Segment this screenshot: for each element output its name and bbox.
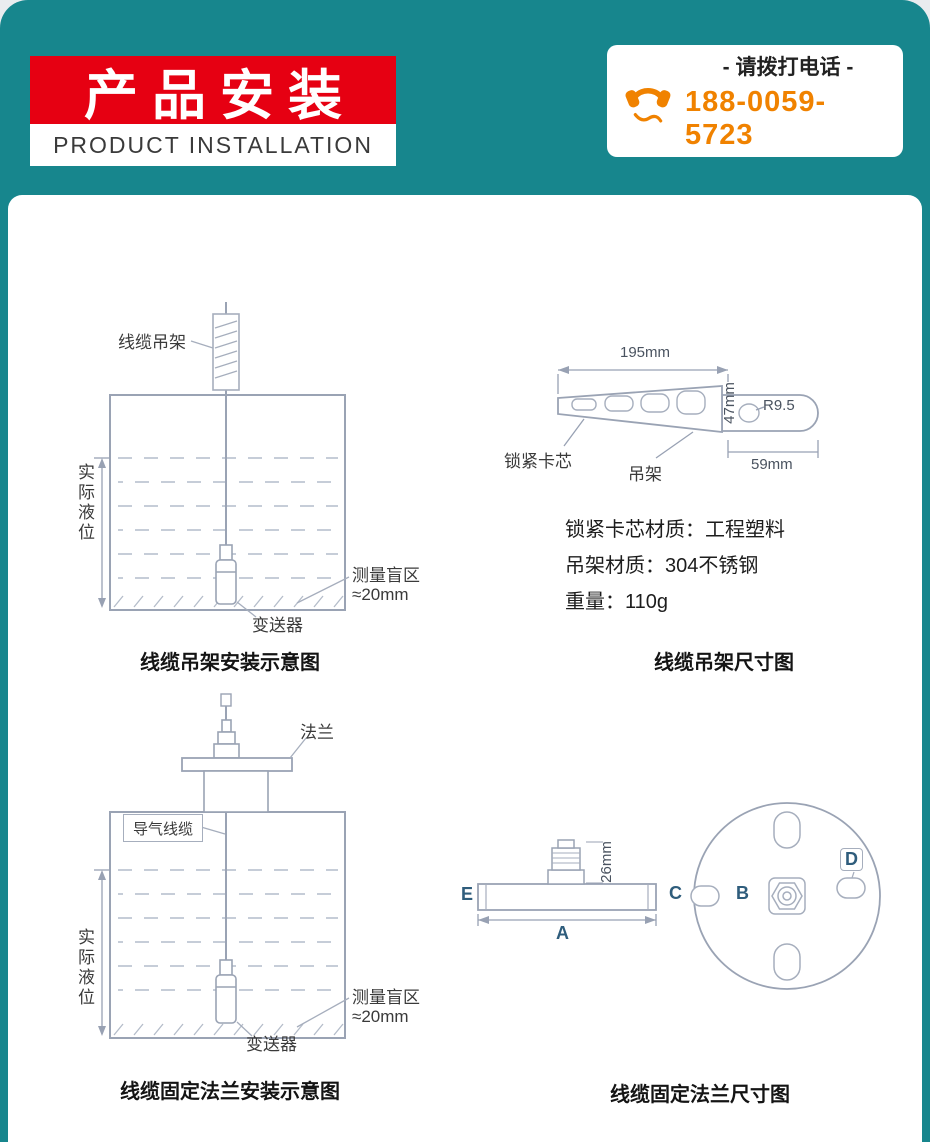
level-dimension	[94, 869, 110, 1036]
length-dim: 195mm	[620, 344, 671, 361]
cable-gland	[213, 719, 240, 759]
leader-lines	[190, 340, 350, 618]
leader-lines	[200, 737, 350, 1037]
liquid-dashes	[118, 869, 338, 991]
actual-level-label: 实际液位	[75, 928, 94, 1008]
diagram-caption: 线缆固定法兰安装示意图	[120, 1081, 340, 1103]
diagram-hanger-install: 线缆吊架 实际液位 测量盲区 ≈20mm 变送器 线缆吊架安装示意图	[60, 300, 440, 680]
page-title: 产品安装	[30, 56, 396, 126]
phone-number: 188-0059-5723	[685, 85, 827, 151]
transmitter-shape	[215, 544, 237, 605]
label-b: B	[736, 883, 749, 903]
phone-card: - 请拨打电话 - 188-0059-5723	[607, 45, 903, 157]
lock-core-label: 锁紧卡芯	[504, 452, 572, 471]
tail-dim: 59mm	[751, 456, 793, 473]
diagram-caption: 线缆吊架尺寸图	[654, 652, 794, 674]
transmitter-label: 变送器	[246, 1035, 297, 1054]
blind-zone-label: 测量盲区	[352, 566, 420, 585]
diagram-caption: 线缆吊架安装示意图	[140, 652, 320, 674]
hanger-label: 吊架	[628, 465, 662, 484]
diagram-caption: 线缆固定法兰尺寸图	[610, 1084, 790, 1106]
phone-icon	[625, 88, 671, 123]
spec-line: 重量：110g	[565, 591, 669, 613]
content-panel	[8, 195, 922, 1142]
level-dimension	[94, 457, 110, 608]
dimension-lines	[557, 366, 819, 459]
phone-call-label: - 请拨打电话 -	[722, 55, 854, 79]
height-dim: 47mm	[721, 382, 738, 424]
diagram-flange-install: 法兰 导气线缆 实际液位 测量盲区 ≈20mm 变送器 线缆固定法兰安装示意图	[60, 690, 440, 1110]
transmitter-label: 变送器	[252, 616, 303, 635]
diagram-hanger-dimensions: 195mm 47mm R9.5 59mm 锁紧卡芯 吊架 锁紧卡芯材质：工程塑料…	[460, 300, 920, 680]
hanger-dimension-drawing	[557, 366, 819, 459]
label-d: D	[840, 848, 863, 871]
tank-outline	[109, 394, 346, 611]
blind-zone-value: ≈20mm	[352, 1007, 409, 1026]
cable-hanger-label: 线缆吊架	[118, 333, 186, 352]
flange-top-view	[690, 802, 881, 990]
radius-dim: R9.5	[763, 397, 795, 414]
diagram-flange-dimensions: 26mm E A B C D 线缆固定法兰尺寸图	[455, 790, 925, 1120]
transmitter-shape	[215, 959, 237, 1024]
blind-zone-value: ≈20mm	[352, 585, 409, 604]
cable-top-connector	[220, 693, 232, 707]
phone-texts: - 请拨打电话 - 188-0059-5723	[685, 51, 891, 152]
page-subtitle: PRODUCT INSTALLATION	[30, 124, 396, 166]
a-dimension	[477, 914, 657, 926]
tank-bottom-hatch	[113, 1023, 344, 1036]
flange-install-drawing	[94, 693, 350, 1039]
hanger-install-drawing	[94, 302, 350, 618]
cable-hanger-shape	[212, 313, 240, 391]
flange-side-view	[477, 839, 657, 926]
air-cable-label: 导气线缆	[123, 814, 203, 842]
label-e: E	[461, 884, 474, 904]
flange-plate	[181, 757, 293, 772]
hanger-slots	[571, 390, 760, 423]
spec-line: 锁紧卡芯材质：工程塑料	[565, 519, 785, 541]
tank-nozzle	[203, 770, 269, 813]
spec-line: 吊架材质：304不锈钢	[565, 555, 759, 577]
gland-height-dim: 26mm	[598, 841, 615, 883]
flange-label: 法兰	[300, 723, 334, 742]
flange-dimension-drawing	[477, 802, 881, 990]
hanger-specs: 锁紧卡芯材质：工程塑料 吊架材质：304不锈钢 重量：110g	[565, 512, 785, 620]
actual-level-label: 实际液位	[75, 463, 94, 543]
label-c: C	[669, 883, 682, 903]
blind-zone-label: 测量盲区	[352, 988, 420, 1007]
label-a: A	[556, 923, 569, 943]
